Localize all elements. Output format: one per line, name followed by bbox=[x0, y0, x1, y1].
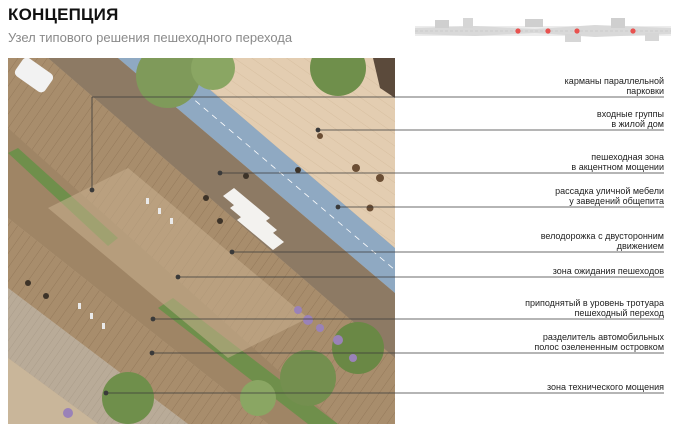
key-map bbox=[415, 18, 671, 42]
callout-label: зона технического мощения bbox=[546, 382, 664, 392]
keymap-marker bbox=[545, 28, 551, 34]
keymap-marker bbox=[630, 28, 636, 34]
aerial-render bbox=[8, 58, 395, 424]
keymap-marker bbox=[515, 28, 521, 34]
page-title: КОНЦЕПЦИЯ bbox=[8, 5, 119, 24]
keymap-marker bbox=[574, 28, 580, 34]
callout-label: зона ожидания пешеходов bbox=[552, 266, 664, 276]
page-subtitle: Узел типового решения пешеходного перехо… bbox=[8, 30, 293, 45]
